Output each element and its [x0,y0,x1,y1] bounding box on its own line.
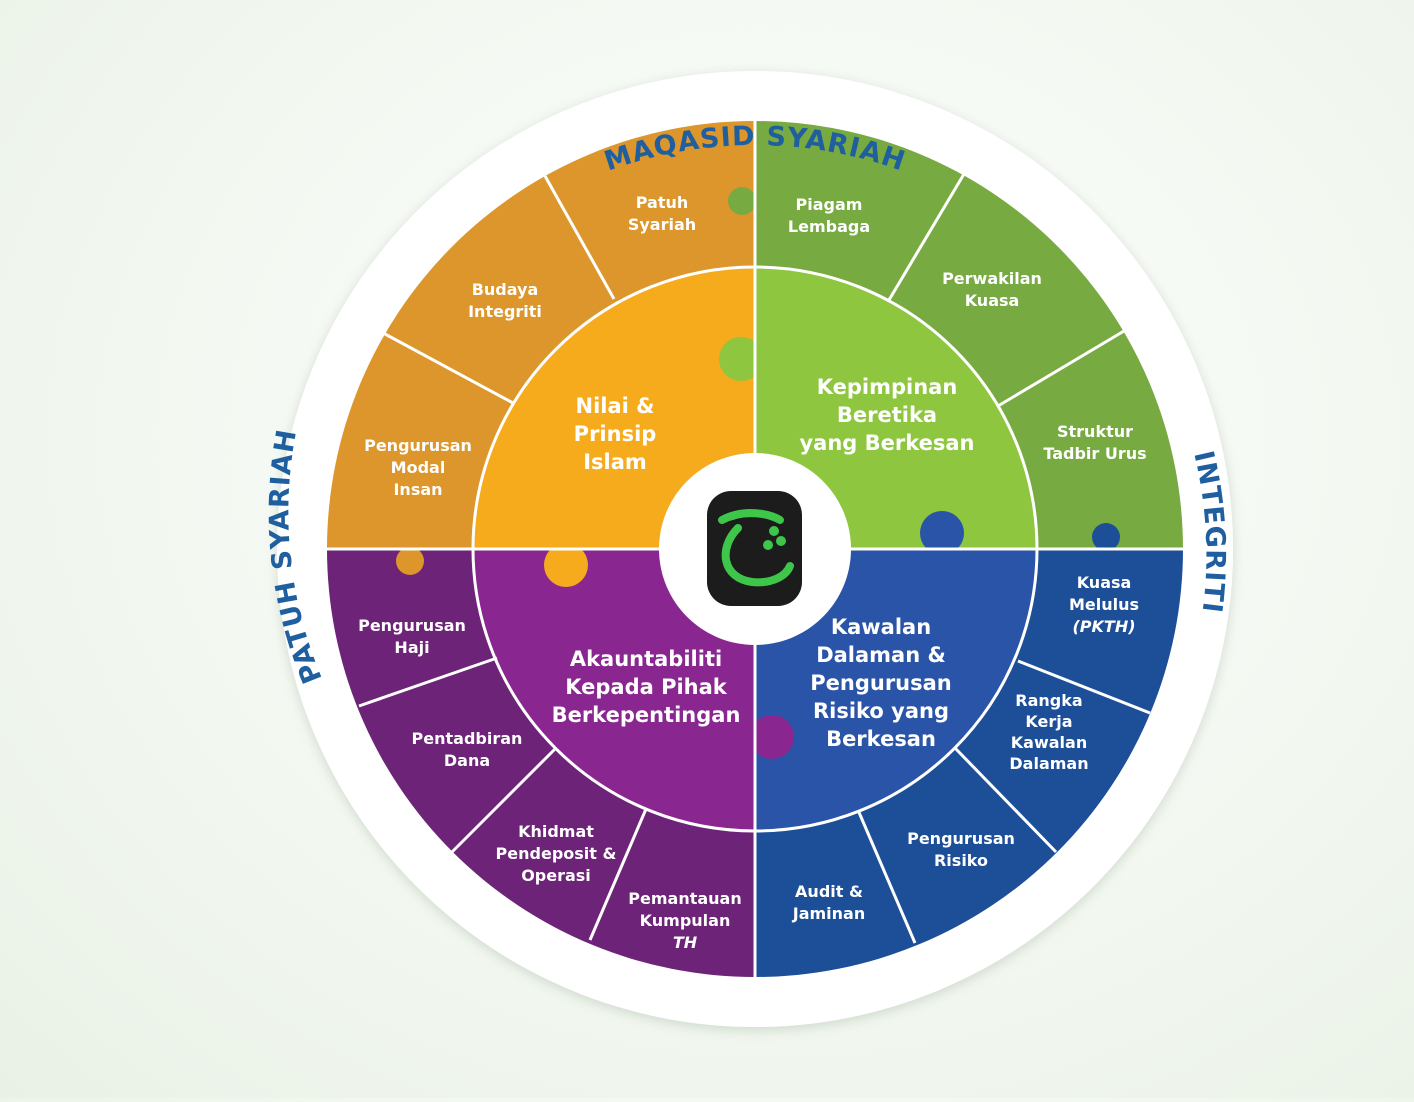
label-line: Kepimpinan [817,375,958,399]
label-line: Kerja [1025,712,1072,731]
label-line: Piagam [796,195,863,214]
label-line: Pentadbiran [412,729,523,748]
label-line: Prinsip [574,422,657,446]
blue-outer-label-4: Audit & Jaminan [792,882,865,923]
label-line: Islam [583,450,647,474]
label-line: Dalaman & [816,643,946,667]
blue-inner-sector [755,549,1037,831]
label-line: Jaminan [792,904,865,923]
label-line: Insan [393,480,442,499]
knob-outer-purple-b [520,783,548,811]
label-line: Kumpulan [640,911,731,930]
label-line: Modal [391,458,446,477]
label-line: Kawalan [1011,733,1087,752]
knob-inner-orange-green [719,337,763,381]
label-line: Pengurusan [358,616,466,635]
label-line: Haji [394,638,429,657]
purple-inner-sector [473,549,755,831]
knob-inner-orange-purple [544,543,588,587]
label-line: Integriti [468,302,542,321]
label-line: Pengurusan [810,671,952,695]
knob-outer-green-orange [728,187,756,215]
label-line: Melulus [1069,595,1139,614]
label-line: Pendeposit & [496,844,617,863]
label-line: Dalaman [1009,754,1088,773]
label-line: Patuh [636,193,689,212]
label-line: Operasi [521,866,591,885]
green-inner-sector [755,267,1037,549]
label-line: Dana [444,751,490,770]
knob-inner-green-blue [920,511,964,555]
knob-inner-purple-blue [750,715,794,759]
label-line: Kuasa [1077,573,1132,592]
label-line: Berkepentingan [552,703,741,727]
label-line: Berkesan [826,727,936,751]
tabung-haji-logo [707,491,802,606]
label-line: (PKTH) [1072,617,1135,636]
label-line: Budaya [472,280,539,299]
puzzle-separators [327,121,1183,977]
knob-outer-green-right [1092,523,1120,551]
label-line: Risiko yang [813,699,949,723]
knob-outer-green-b [1035,349,1063,377]
label-line: Lembaga [788,217,870,236]
label-line: Pemantauan [628,889,741,908]
label-line: Pengurusan [907,829,1015,848]
label-line: Akauntabiliti [570,647,722,671]
label-line: Kawalan [831,615,931,639]
knob-outer-blue-bottom [754,874,782,902]
label-line: Risiko [934,851,988,870]
knob-outer-orange-left [396,547,424,575]
label-line: Tadbir Urus [1043,444,1146,463]
label-line: Beretika [837,403,937,427]
knob-outer-green-a [901,227,929,255]
label-line: Perwakilan [942,269,1042,288]
label-line: Khidmat [518,822,594,841]
label-line: Rangka [1015,691,1082,710]
knob-outer-blue-b [1011,776,1039,804]
label-line: Audit & [795,882,863,901]
knob-outer-purple-c [622,836,650,864]
label-line: Syariah [628,215,696,234]
label-line: TH [673,933,698,952]
label-line: Kepada Pihak [565,675,728,699]
label-line: Nilai & [576,394,655,418]
label-line: Kuasa [965,291,1020,310]
label-line: Struktur [1057,422,1133,441]
knob-outer-blue-c [874,839,902,867]
label-line: Pengurusan [364,436,472,455]
orange-inner-sector [473,267,755,549]
label-line: yang Berkesan [799,431,974,455]
